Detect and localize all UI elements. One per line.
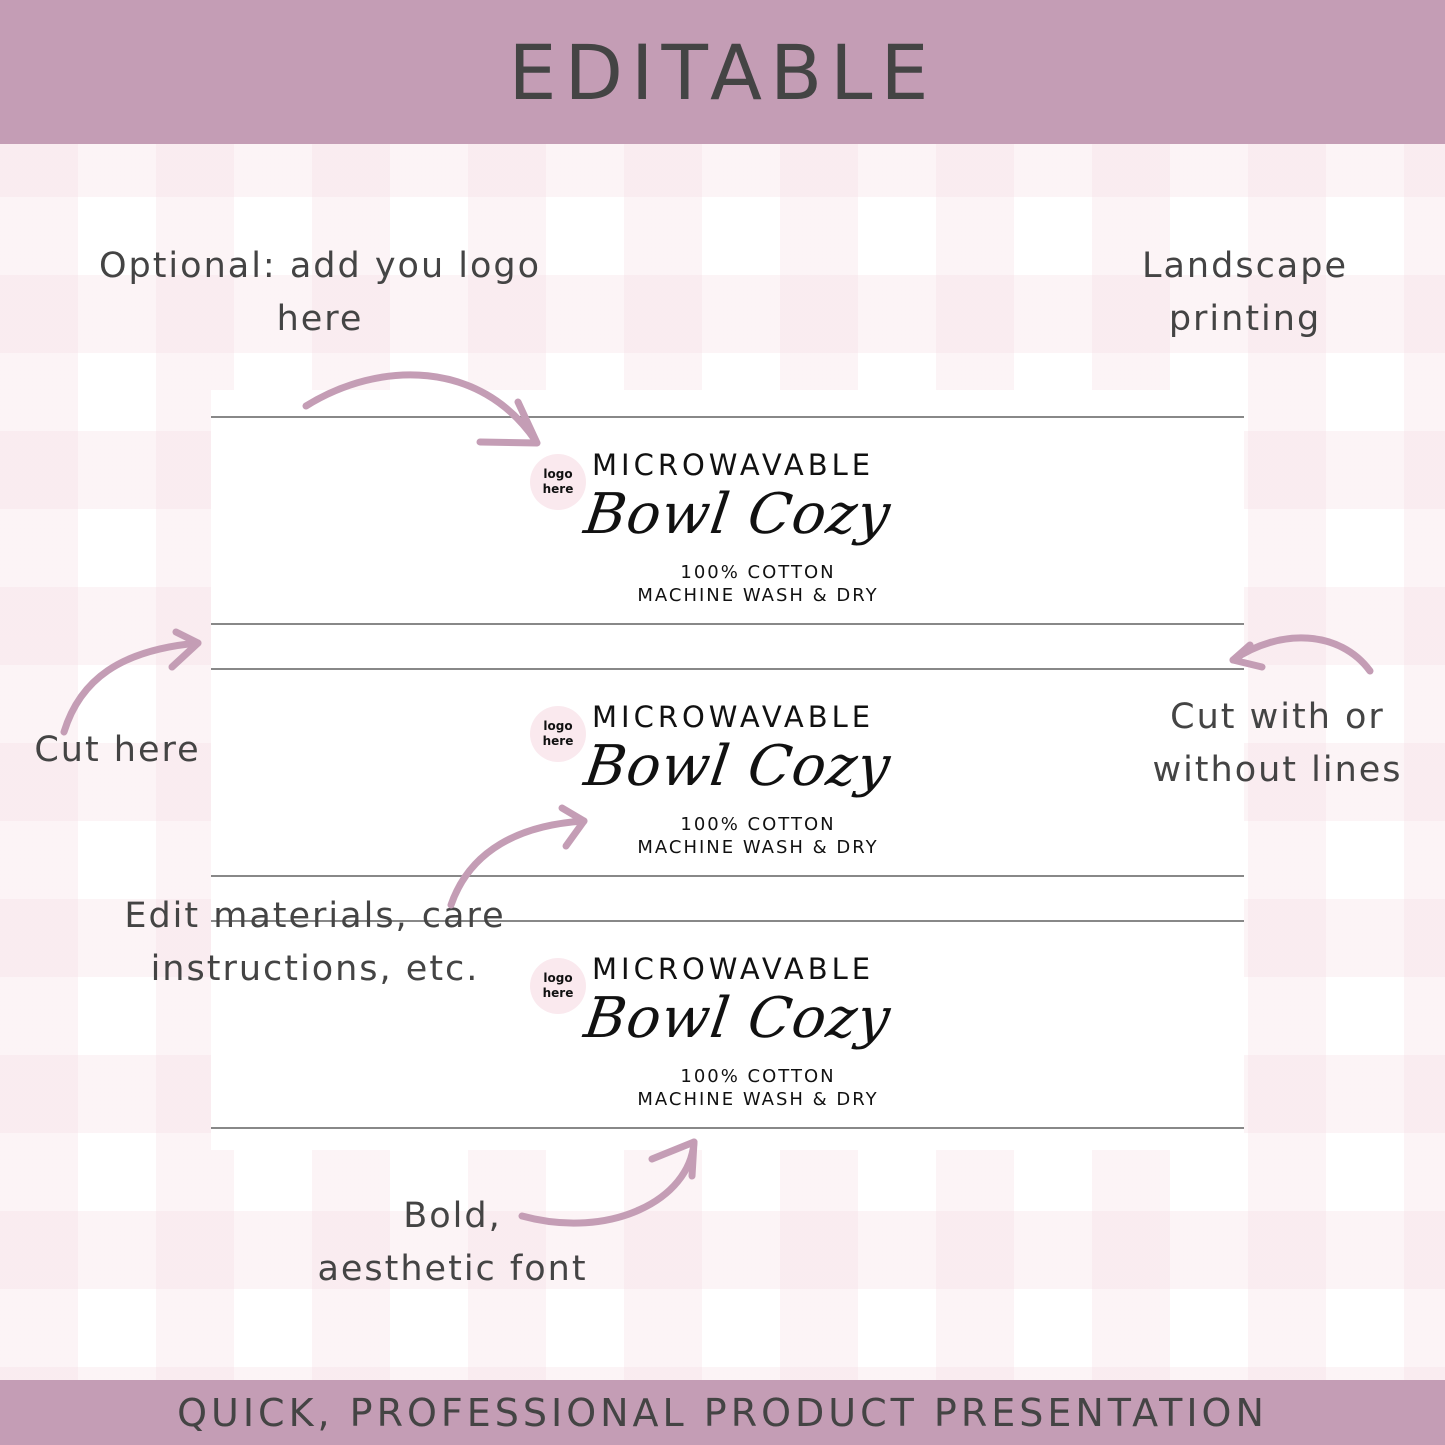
annotation-font-line1: Bold, bbox=[403, 1196, 502, 1236]
cut-line-5 bbox=[211, 920, 1244, 922]
product-label-1: logo here MICROWAVABLE Bowl Cozy 100% CO… bbox=[530, 436, 910, 616]
logo-placeholder: logo here bbox=[530, 454, 586, 510]
label-title: MICROWAVABLE bbox=[592, 952, 875, 986]
product-label-2: logo here MICROWAVABLE Bowl Cozy 100% CO… bbox=[530, 688, 910, 868]
annotation-edit-line1: Edit materials, care bbox=[124, 896, 506, 936]
label-care: MACHINE WASH & DRY bbox=[637, 837, 879, 858]
label-script-title: Bowl Cozy bbox=[580, 482, 895, 547]
logo-text-line2: here bbox=[542, 734, 574, 748]
label-material: 100% COTTON bbox=[680, 814, 836, 835]
annotation-font: Bold, aesthetic font bbox=[300, 1190, 605, 1296]
bottom-banner: QUICK, PROFESSIONAL PRODUCT PRESENTATION bbox=[0, 1380, 1445, 1445]
logo-text-line2: here bbox=[542, 986, 574, 1000]
label-title: MICROWAVABLE bbox=[592, 700, 875, 734]
annotation-cut-lines-line1: Cut with or bbox=[1170, 697, 1385, 737]
logo-text-line1: logo bbox=[543, 467, 573, 481]
logo-text-line1: logo bbox=[543, 719, 573, 733]
label-care: MACHINE WASH & DRY bbox=[637, 1089, 879, 1110]
label-care: MACHINE WASH & DRY bbox=[637, 585, 879, 606]
annotation-cut-here: Cut here bbox=[20, 724, 215, 777]
annotation-landscape-line2: printing bbox=[1168, 299, 1322, 339]
annotation-landscape: Landscape printing bbox=[1120, 240, 1370, 346]
footer-tagline: QUICK, PROFESSIONAL PRODUCT PRESENTATION bbox=[177, 1390, 1268, 1435]
label-script-title: Bowl Cozy bbox=[580, 734, 895, 799]
product-label-3: logo here MICROWAVABLE Bowl Cozy 100% CO… bbox=[530, 940, 910, 1120]
annotation-edit: Edit materials, care instructions, etc. bbox=[110, 890, 520, 996]
label-script-title: Bowl Cozy bbox=[580, 986, 895, 1051]
logo-placeholder: logo here bbox=[530, 958, 586, 1014]
page-title: EDITABLE bbox=[508, 27, 937, 117]
cut-line-4 bbox=[211, 875, 1244, 877]
annotation-logo-line2: here bbox=[276, 299, 364, 339]
cut-line-1 bbox=[211, 416, 1244, 418]
annotation-logo-line1: Optional: add you logo bbox=[98, 246, 542, 286]
label-title: MICROWAVABLE bbox=[592, 448, 875, 482]
annotation-edit-line2: instructions, etc. bbox=[150, 949, 480, 989]
annotation-logo: Optional: add you logo here bbox=[80, 240, 560, 346]
top-banner: EDITABLE bbox=[0, 0, 1445, 144]
logo-text-line2: here bbox=[542, 482, 574, 496]
logo-placeholder: logo here bbox=[530, 706, 586, 762]
annotation-landscape-line1: Landscape bbox=[1141, 246, 1349, 286]
annotation-cut-lines: Cut with or without lines bbox=[1140, 691, 1415, 797]
label-material: 100% COTTON bbox=[680, 562, 836, 583]
label-material: 100% COTTON bbox=[680, 1066, 836, 1087]
logo-text-line1: logo bbox=[543, 971, 573, 985]
cut-line-6 bbox=[211, 1127, 1244, 1129]
annotation-cut-lines-line2: without lines bbox=[1152, 750, 1403, 790]
cut-line-2 bbox=[211, 623, 1244, 625]
annotation-cut-here-text: Cut here bbox=[34, 730, 201, 770]
annotation-font-line2: aesthetic font bbox=[317, 1249, 588, 1289]
labels-sheet bbox=[211, 390, 1244, 1150]
cut-line-3 bbox=[211, 668, 1244, 670]
